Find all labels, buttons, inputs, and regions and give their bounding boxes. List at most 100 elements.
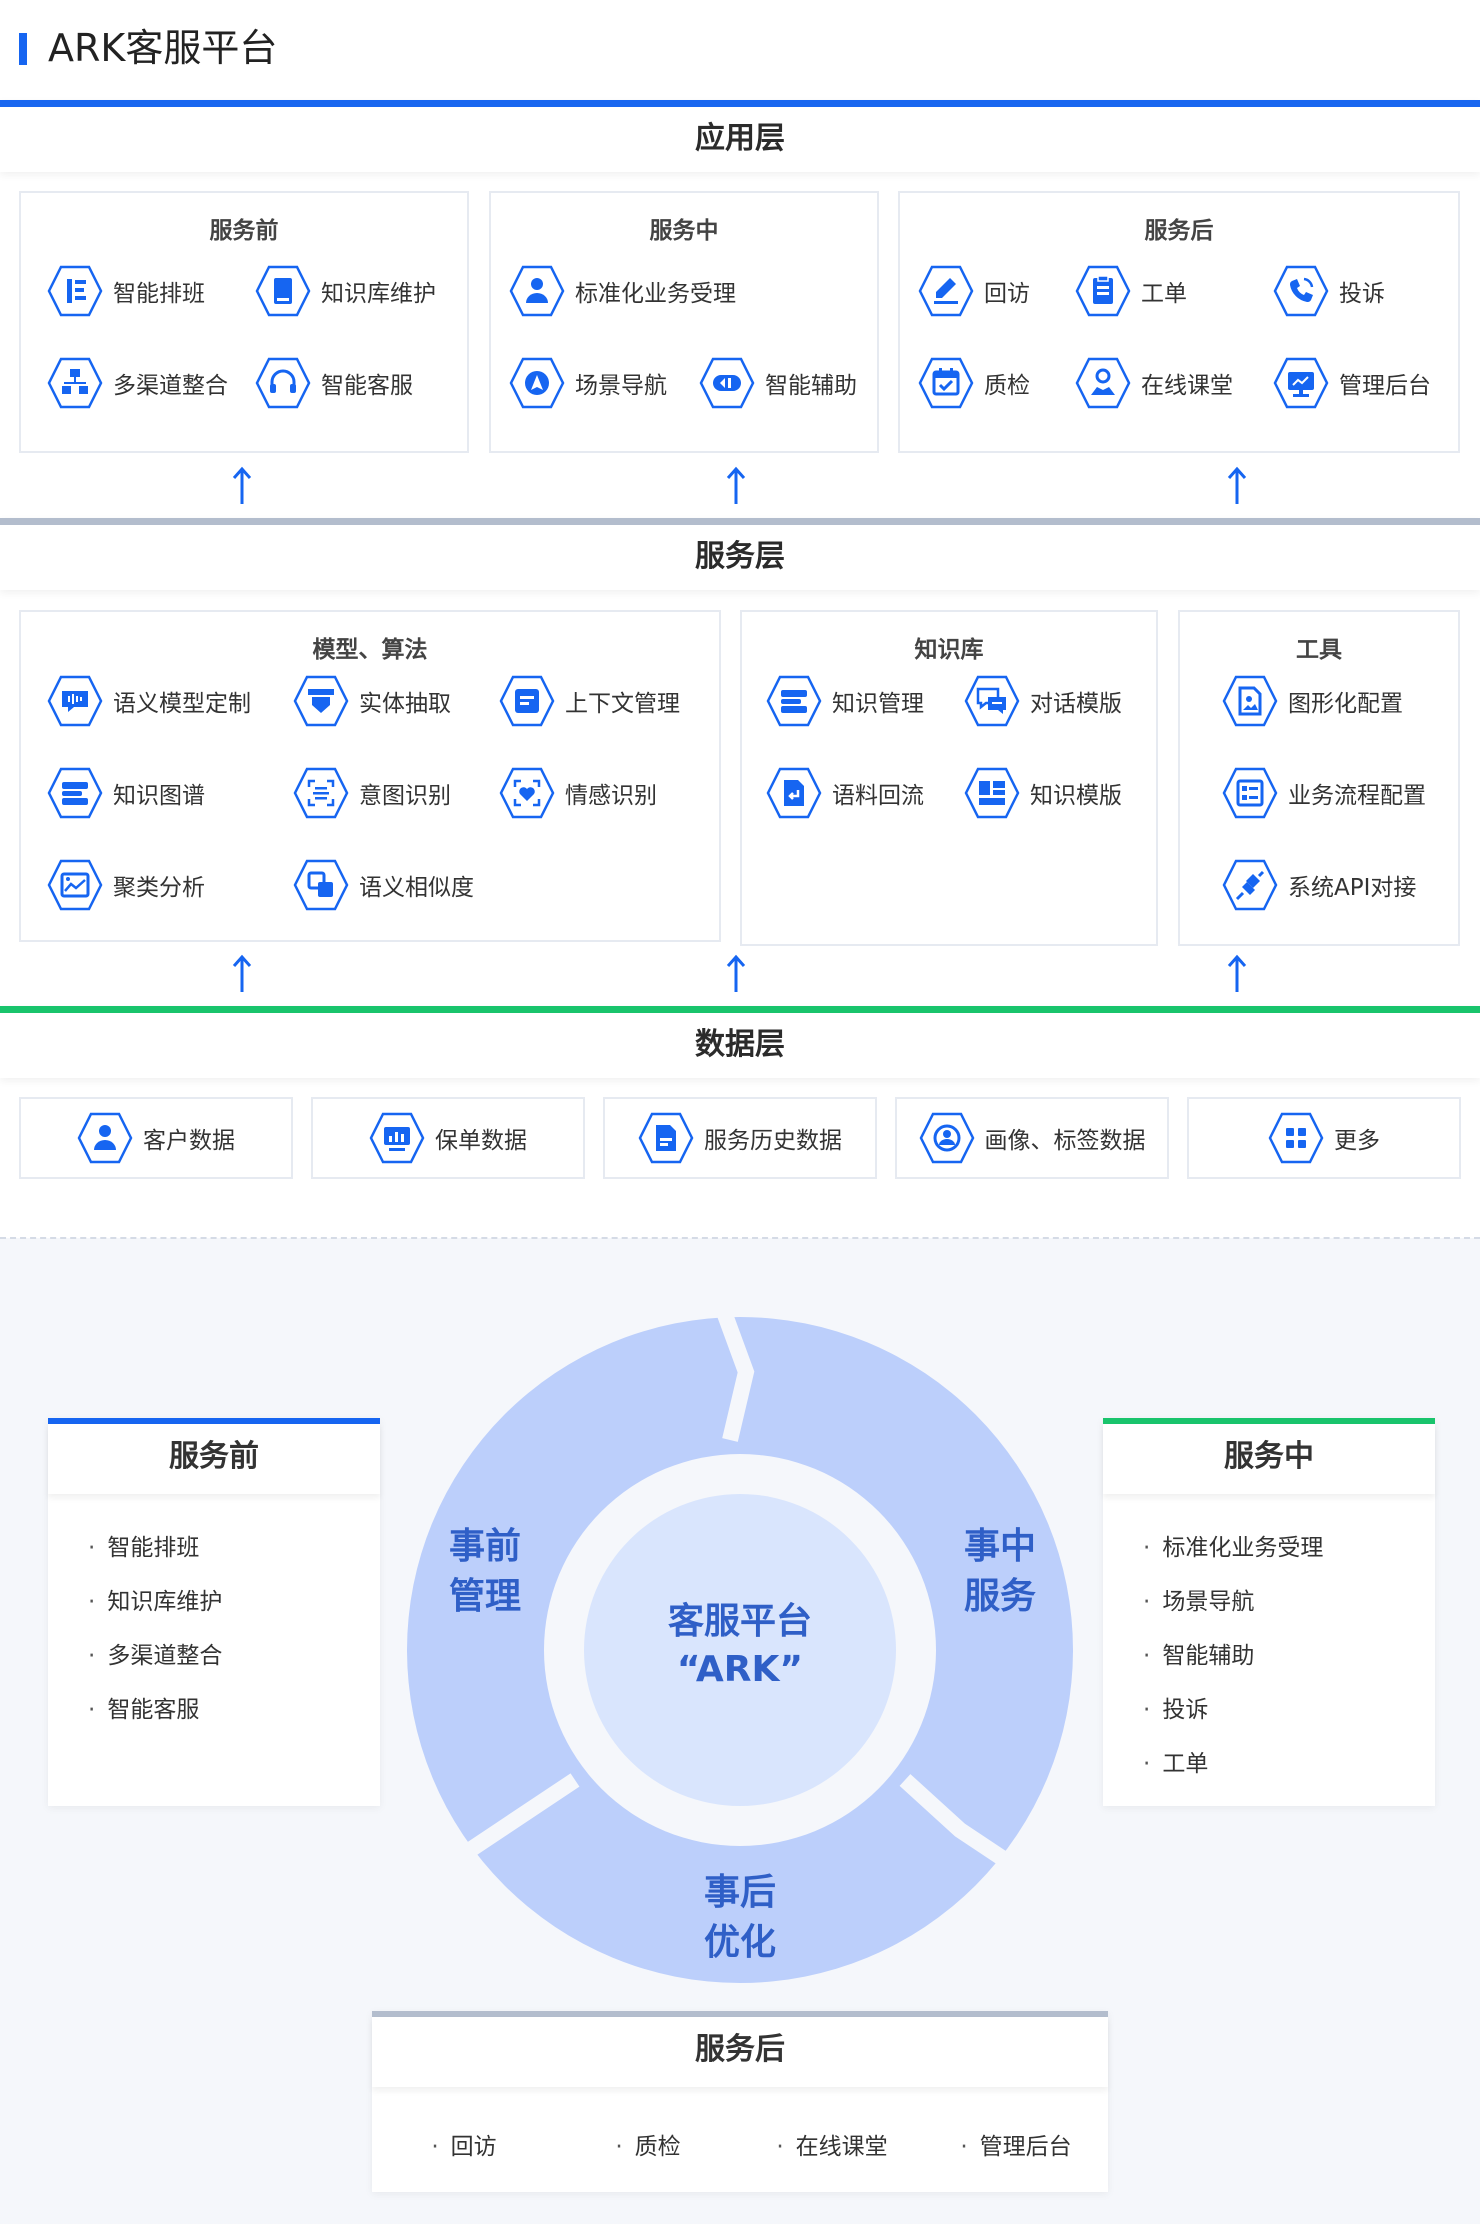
item-label: 工单	[1141, 281, 1187, 307]
data-item-service-history[interactable]: 服务历史数据	[603, 1097, 877, 1179]
item-smart-scheduling[interactable]: 智能排班	[47, 261, 205, 321]
list-item: 管理后台	[924, 2127, 1108, 2161]
layers-icon	[47, 767, 103, 819]
item-kb-maintenance[interactable]: 知识库维护	[255, 261, 436, 321]
voice-bubble-icon	[47, 675, 103, 727]
data-item-customer[interactable]: 客户数据	[19, 1097, 293, 1179]
segment-after-label: 事后 优化	[703, 1872, 776, 1963]
item-corpus-backflow[interactable]: 语料回流	[766, 763, 924, 823]
list-item: 智能排班	[88, 1532, 380, 1586]
item-scene-navigation[interactable]: 场景导航	[509, 353, 667, 413]
item-semantic-similarity[interactable]: 语义相似度	[293, 855, 474, 915]
item-label: 上下文管理	[565, 691, 680, 717]
list-item: 知识库维护	[88, 1586, 380, 1640]
item-graphic-config[interactable]: 图形化配置	[1222, 671, 1403, 731]
phone-icon	[1273, 265, 1329, 317]
list-item: 回访	[372, 2127, 556, 2161]
item-knowledge-management[interactable]: 知识管理	[766, 671, 924, 731]
item-label: 语义模型定制	[113, 691, 251, 717]
item-label: 实体抽取	[359, 691, 451, 717]
clipboard-icon	[1075, 265, 1131, 317]
document-icon	[499, 675, 555, 727]
card-title: 服务中	[1103, 1424, 1435, 1494]
item-api-integration[interactable]: 系统API对接	[1222, 855, 1416, 915]
list-icon	[47, 265, 103, 317]
list-item: 多渠道整合	[88, 1640, 380, 1694]
arrow-up-icon	[232, 954, 252, 992]
item-label: 业务流程配置	[1288, 783, 1426, 809]
item-revisit[interactable]: 回访	[918, 261, 1030, 321]
cycle-center-label: 客服平台 “ARK”	[667, 1601, 812, 1690]
graphic-doc-icon	[1222, 675, 1278, 727]
item-label: 质检	[984, 373, 1030, 399]
panel-title: 模型、算法	[312, 637, 428, 663]
data-item-label: 画像、标签数据	[984, 1128, 1146, 1154]
item-knowledge-graph[interactable]: 知识图谱	[47, 763, 205, 823]
panel-knowledge-base: 知识库 知识管理 对话模版 语料回流 知识模版	[740, 610, 1158, 946]
item-label: 标准化业务受理	[575, 281, 736, 307]
item-label: 投诉	[1339, 281, 1385, 307]
file-return-icon	[766, 767, 822, 819]
item-multichannel[interactable]: 多渠道整合	[47, 353, 228, 413]
card-title: 服务后	[372, 2017, 1108, 2087]
page-title: ARK客服平台	[48, 26, 278, 70]
item-label: 知识库维护	[321, 281, 436, 307]
segment-during-label: 事中 服务	[963, 1526, 1036, 1617]
item-label: 图形化配置	[1288, 691, 1403, 717]
item-smart-assist[interactable]: 智能辅助	[699, 353, 857, 413]
list-item: 在线课堂	[740, 2127, 924, 2161]
item-quality-check[interactable]: 质检	[918, 353, 1030, 413]
layers-icon	[766, 675, 822, 727]
data-item-more[interactable]: 更多	[1187, 1097, 1461, 1179]
item-label: 智能辅助	[765, 373, 857, 399]
item-entity-extraction[interactable]: 实体抽取	[293, 671, 451, 731]
data-item-label: 客户数据	[143, 1128, 235, 1154]
item-work-order[interactable]: 工单	[1075, 261, 1187, 321]
item-cluster-analysis[interactable]: 聚类分析	[47, 855, 205, 915]
item-knowledge-template[interactable]: 知识模版	[964, 763, 1122, 823]
item-online-classroom[interactable]: 在线课堂	[1075, 353, 1233, 413]
item-label: 场景导航	[575, 373, 667, 399]
item-label: 在线课堂	[1141, 373, 1233, 399]
panel-title: 工具	[1296, 637, 1342, 663]
item-emotion-recognition[interactable]: 情感识别	[499, 763, 657, 823]
navigation-icon	[509, 357, 565, 409]
data-item-policy[interactable]: 保单数据	[311, 1097, 585, 1179]
item-flow-config[interactable]: 业务流程配置	[1222, 763, 1426, 823]
panel-models-algorithms: 模型、算法 语义模型定制 实体抽取 上下文管理 知识图谱 意图识别 情感识别 聚…	[19, 610, 721, 942]
card-service-during: 服务中 标准化业务受理 场景导航 智能辅助 投诉 工单	[1103, 1418, 1435, 1806]
title-accent-bar	[19, 33, 27, 65]
list-item: 场景导航	[1143, 1586, 1435, 1640]
item-context-management[interactable]: 上下文管理	[499, 671, 680, 731]
panel-title: 服务前	[209, 218, 279, 244]
assist-icon	[699, 357, 755, 409]
item-label: 知识图谱	[113, 783, 205, 809]
item-standard-business[interactable]: 标准化业务受理	[509, 261, 736, 321]
list-item: 智能辅助	[1143, 1640, 1435, 1694]
grid-icon	[1268, 1112, 1324, 1164]
item-intent-recognition[interactable]: 意图识别	[293, 763, 451, 823]
item-smart-cs[interactable]: 智能客服	[255, 353, 413, 413]
card-title: 服务前	[48, 1424, 380, 1494]
panel-title: 服务后	[1144, 218, 1214, 244]
panel-service-during: 服务中 标准化业务受理 场景导航 智能辅助	[489, 191, 879, 453]
card-list: 标准化业务受理 场景导航 智能辅助 投诉 工单	[1103, 1494, 1435, 1802]
item-admin-backend[interactable]: 管理后台	[1273, 353, 1431, 413]
item-label: 意图识别	[359, 783, 451, 809]
list-item: 投诉	[1143, 1694, 1435, 1748]
item-complaint[interactable]: 投诉	[1273, 261, 1385, 321]
book-icon	[255, 265, 311, 317]
item-label: 知识管理	[832, 691, 924, 717]
item-semantic-model[interactable]: 语义模型定制	[47, 671, 251, 731]
item-dialog-template[interactable]: 对话模版	[964, 671, 1122, 731]
item-label: 语义相似度	[359, 875, 474, 901]
item-label: 智能客服	[321, 373, 413, 399]
list-item: 质检	[556, 2127, 740, 2161]
data-item-label: 保单数据	[435, 1128, 527, 1154]
data-item-profile-tags[interactable]: 画像、标签数据	[895, 1097, 1169, 1179]
list-item: 工单	[1143, 1748, 1435, 1802]
item-label: 语料回流	[832, 783, 924, 809]
user-icon	[77, 1112, 133, 1164]
plug-icon	[1222, 859, 1278, 911]
data-item-label: 服务历史数据	[704, 1128, 842, 1154]
